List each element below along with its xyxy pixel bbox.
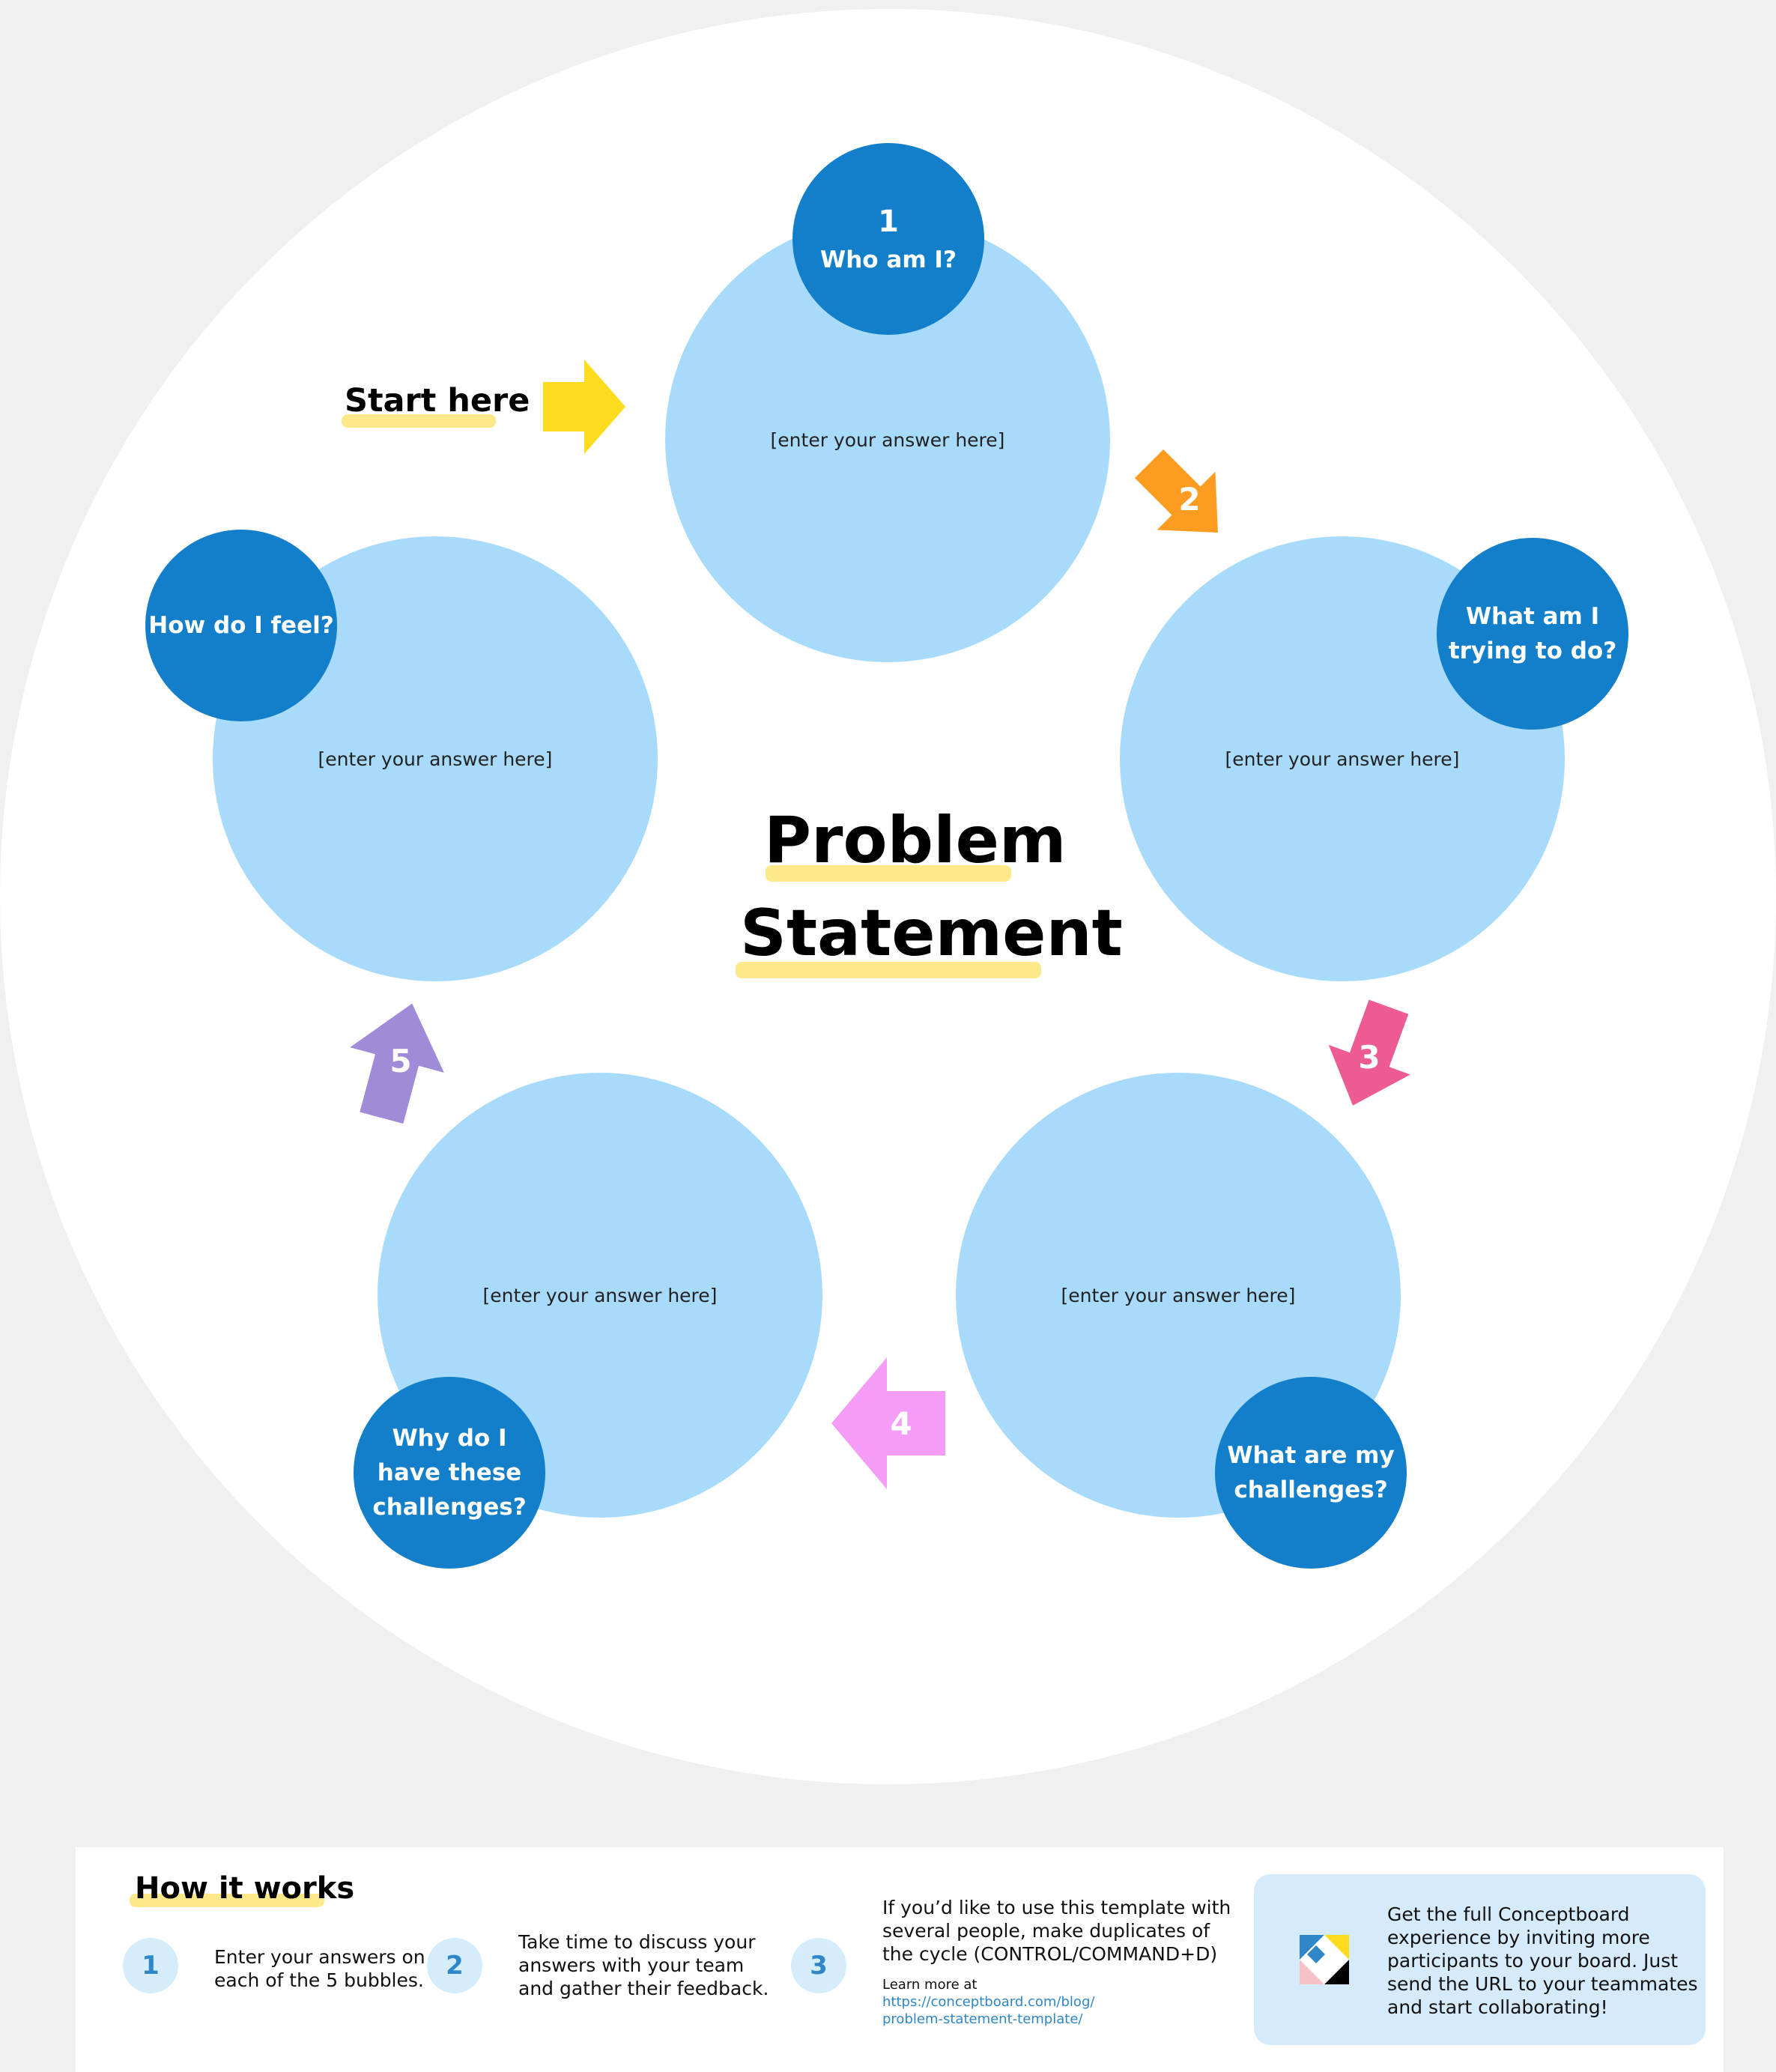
answer-placeholder-2[interactable]: [enter your answer here] xyxy=(1225,748,1460,770)
step-2-line-2: answers with your team xyxy=(518,1954,745,1976)
question-4-line-2: have these xyxy=(377,1459,522,1486)
start-here-highlight xyxy=(342,414,496,428)
cta-text: Get the full Conceptboard experience by … xyxy=(1387,1903,1698,2019)
arrow-4-icon: 4 xyxy=(831,1357,945,1489)
question-bubble-1: 1 Who am I? xyxy=(792,143,984,335)
learn-more-link-line-1[interactable]: https://conceptboard.com/blog/ xyxy=(882,1994,1095,2010)
step-3-number: 3 xyxy=(791,1938,846,1993)
step-2-text: Take time to discuss your answers with y… xyxy=(518,1930,769,2000)
question-5-line-1: How do I feel? xyxy=(148,612,334,639)
start-here-label: Start here xyxy=(345,382,530,419)
step-1-line-1: Enter your answers on xyxy=(214,1946,425,1968)
question-2-line-2: trying to do? xyxy=(1448,637,1617,664)
arrow-5-number: 5 xyxy=(390,1043,411,1079)
arrow-4-number: 4 xyxy=(890,1405,912,1442)
question-bubble-2: What am I trying to do? xyxy=(1437,538,1628,730)
answer-placeholder-1[interactable]: [enter your answer here] xyxy=(770,428,1005,451)
question-number-1: 1 xyxy=(878,205,899,239)
step-1-number: 1 xyxy=(123,1938,178,1993)
learn-more-label: Learn more at xyxy=(882,1977,978,1993)
how-it-works-title: How it works xyxy=(135,1871,355,1906)
cta-line-2: experience by inviting more xyxy=(1387,1927,1650,1948)
question-bubble-5: How do I feel? xyxy=(145,530,337,721)
answer-placeholder-3[interactable]: [enter your answer here] xyxy=(1061,1284,1296,1306)
title-highlight-2 xyxy=(736,962,1041,978)
question-bubble-3: What are my challenges? xyxy=(1215,1377,1407,1569)
how-it-works-highlight xyxy=(130,1894,324,1907)
title-highlight-1 xyxy=(766,865,1011,882)
step-3-line-3: the cycle (CONTROL/COMMAND+D) xyxy=(882,1943,1218,1965)
step-2-line-1: Take time to discuss your xyxy=(518,1931,756,1953)
question-3-line-2: challenges? xyxy=(1234,1476,1388,1503)
question-2-line-1: What am I xyxy=(1465,603,1600,630)
arrow-2-icon: 2 xyxy=(1134,449,1218,533)
arrow-3-number: 3 xyxy=(1358,1039,1380,1076)
question-3-line-1: What are my xyxy=(1227,1442,1395,1469)
answer-placeholder-5[interactable]: [enter your answer here] xyxy=(318,748,553,770)
question-4-line-3: challenges? xyxy=(372,1494,527,1521)
title-line-1: Problem xyxy=(764,803,1067,878)
cta-line-5: and start collaborating! xyxy=(1387,1996,1608,2018)
step-1-text: Enter your answers on each of the 5 bubb… xyxy=(214,1945,425,1992)
cta-line-4: send the URL to your teammates xyxy=(1387,1973,1698,1995)
question-4-line-1: Why do I xyxy=(392,1425,507,1452)
question-text-1: Who am I? xyxy=(820,246,957,273)
conceptboard-logo-icon xyxy=(1300,1935,1349,1984)
step-2-line-3: and gather their feedback. xyxy=(518,1978,769,1999)
arrow-2-number: 2 xyxy=(1178,481,1200,518)
cta-line-1: Get the full Conceptboard xyxy=(1387,1903,1630,1925)
question-bubble-4: Why do I have these challenges? xyxy=(354,1377,545,1569)
step-1-line-2: each of the 5 bubbles. xyxy=(214,1969,424,1991)
start-arrow-icon xyxy=(543,360,625,454)
arrow-3-icon: 3 xyxy=(1328,999,1410,1106)
step-3-line-2: several people, make duplicates of xyxy=(882,1920,1210,1942)
step-2-number: 2 xyxy=(427,1938,482,1993)
arrow-5-icon: 5 xyxy=(350,1003,444,1124)
step-3-line-1: If you’d like to use this template with xyxy=(882,1897,1231,1918)
step-3-text: If you’d like to use this template with … xyxy=(882,1896,1231,2028)
cta-line-3: participants to your board. Just xyxy=(1387,1950,1679,1972)
answer-placeholder-4[interactable]: [enter your answer here] xyxy=(482,1284,718,1306)
learn-more-link-line-2[interactable]: problem-statement-template/ xyxy=(882,2011,1083,2027)
title-line-2: Statement xyxy=(740,896,1123,971)
